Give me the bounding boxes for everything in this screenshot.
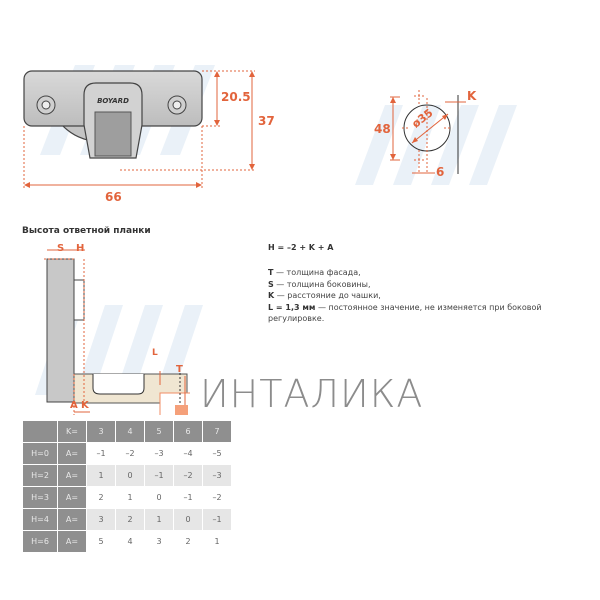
table-row: H=6 A= 5 4 3 2 1 — [22, 530, 232, 553]
table-header-row: K= 3 4 5 6 7 — [22, 420, 232, 443]
watermark-logo — [355, 105, 517, 185]
label-t: T — [176, 364, 183, 375]
dimension-cup-distance-k: K — [467, 89, 477, 103]
dimension-cup-height: 48 — [374, 122, 391, 136]
brand-logo: ИНТАЛИКА — [200, 372, 424, 416]
table-row: H=3 A= 2 1 0 –1 –2 — [22, 486, 232, 509]
legend-item: K — расстояние до чашки, — [268, 291, 381, 301]
label-h: H — [76, 243, 85, 254]
dimension-plate-height: 20.5 — [221, 90, 251, 104]
svg-text:BOYARD: BOYARD — [97, 97, 129, 105]
label-l: L — [152, 348, 158, 358]
legend: T — толщина фасада, S — толщина боковины… — [268, 267, 600, 325]
label-s: S — [57, 243, 65, 254]
hinge-plan-drawing: BOYARD — [23, 70, 255, 188]
section-title: Высота ответной планки — [22, 226, 151, 236]
dimension-width: 66 — [105, 190, 122, 204]
formula: H = –2 + K + A — [268, 243, 334, 252]
dimension-total-height: 37 — [258, 114, 275, 128]
legend-item: L = 1,3 мм — постоянное значение, не изм… — [268, 302, 542, 324]
table-row: H=4 A= 3 2 1 0 –1 — [22, 508, 232, 531]
legend-item: S — толщина боковины, — [268, 279, 371, 289]
table-row: H=0 A= –1 –2 –3 –4 –5 — [22, 442, 232, 465]
cup-detail-drawing — [390, 90, 466, 174]
label-k: K — [81, 400, 89, 411]
legend-item: T — толщина фасада, — [268, 268, 361, 277]
mounting-section-drawing — [44, 249, 190, 415]
label-a: A — [70, 400, 78, 411]
table-row: H=2 A= 1 0 –1 –2 –3 — [22, 464, 232, 487]
adjustment-table: K= 3 4 5 6 7 H=0 A= –1 –2 –3 –4 –5 H=2 A… — [22, 420, 232, 553]
dimension-cup-offset: 6 — [436, 165, 445, 179]
